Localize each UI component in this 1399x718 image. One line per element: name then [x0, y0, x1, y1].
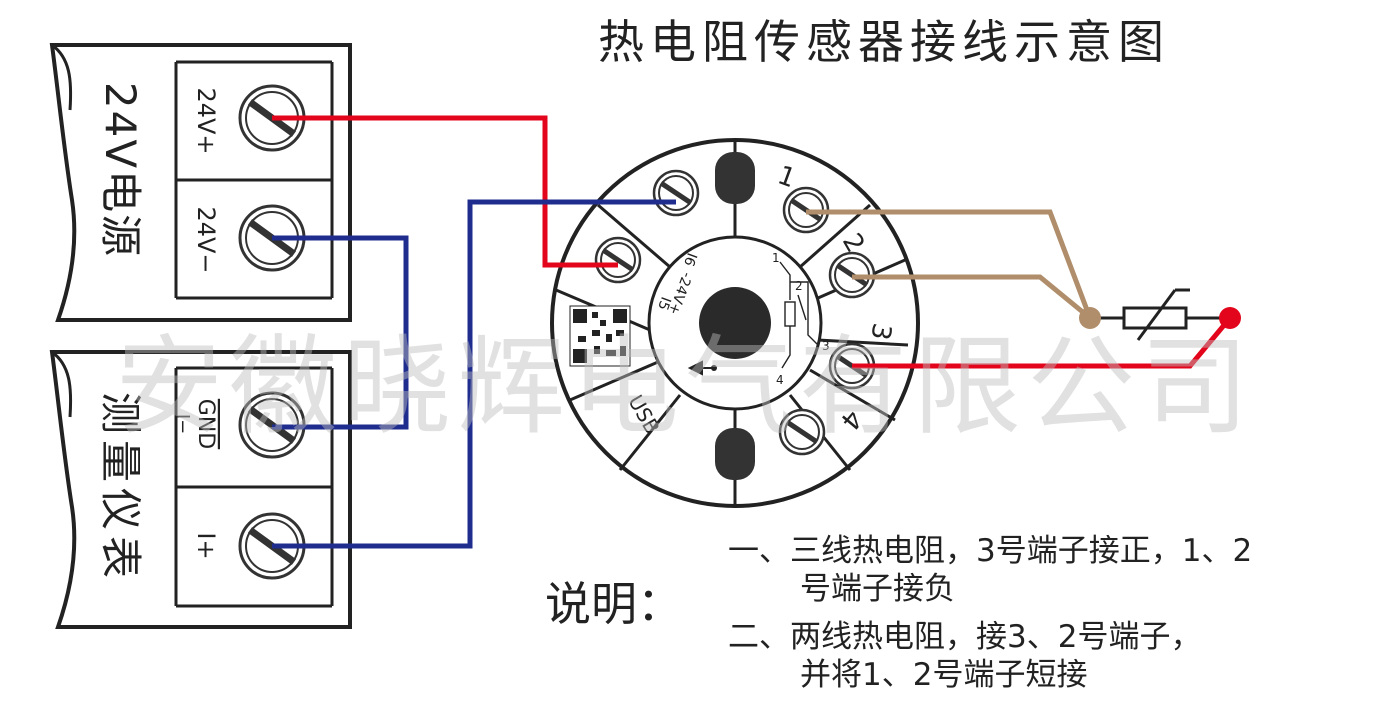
note-line-2a: 二、两线热电阻，接3、2号端子，: [728, 619, 1202, 655]
transmitter-head: [550, 138, 920, 508]
power-box-label-char: 电: [97, 170, 146, 214]
wire-sensor-3: [852, 316, 1232, 369]
rtd-resistor: [1079, 288, 1241, 341]
note-line-2b: 并将1、2号端子短接: [800, 657, 1088, 693]
power-box-label-char: 4: [97, 111, 146, 140]
rtd-pin-3: 3: [822, 339, 830, 353]
rtd-pin-2: 2: [795, 279, 803, 293]
svg-text:24V+: 24V+: [192, 87, 220, 154]
svg-text:24V电源: 24V电源: [97, 82, 146, 258]
svg-text:I−: I−: [172, 414, 193, 434]
svg-text:测量仪表: 测量仪表: [97, 392, 146, 584]
internal-rtd-schematic: [779, 261, 819, 369]
usb-icon: [687, 360, 717, 376]
terminal-label-i-minus: I−: [172, 414, 193, 434]
qr-code: [569, 305, 631, 367]
meter-box-label: 测量仪表: [97, 392, 146, 584]
meter-box-label-char: 仪: [97, 488, 146, 536]
terminal-number-3: 3: [864, 321, 896, 343]
svg-text:24V−: 24V−: [192, 206, 220, 273]
power-box-label-char: 源: [97, 214, 146, 258]
note-line-1b: 号端子接负: [800, 571, 955, 607]
svg-text:GND: GND: [193, 399, 218, 449]
power-box-label: 24V电源: [97, 82, 146, 258]
wire-current-signal: [272, 199, 676, 549]
meter-box-label-char: 量: [97, 440, 146, 488]
notes-heading: 说明：: [545, 577, 683, 631]
terminal-label-gnd: GND: [193, 399, 218, 449]
rtd-pin-4: 4: [776, 373, 784, 387]
power-box-label-char: V: [97, 139, 146, 170]
wire-sensor-2: [852, 274, 1092, 320]
svg-text:I+: I+: [192, 532, 220, 559]
terminal-label-24v-minus: 24V−: [192, 206, 220, 273]
svg-text:I6: I6: [680, 251, 700, 269]
diagram-title: 热电阻传感器接线示意图: [598, 15, 1170, 69]
terminal-label-24v-plus: 24V+: [192, 87, 220, 154]
terminal-label-i-plus: I+: [192, 532, 220, 559]
wire-sensor-1: [806, 209, 1093, 319]
screw-transmitter-positive: [654, 171, 698, 215]
screw-transmitter-negative: [596, 238, 640, 282]
inner-label-i5: I5: [654, 295, 673, 313]
meter-box-label-char: 表: [97, 536, 146, 584]
wire-24v-negative: [272, 235, 409, 430]
wire-24v-positive: [272, 115, 618, 268]
rtd-pin-1: 1: [772, 251, 780, 265]
meter-box-label-char: 测: [97, 392, 146, 440]
note-line-1a: 一、三线热电阻，3号端子接正，1、2: [728, 533, 1253, 569]
power-box-label-char: 2: [97, 82, 146, 111]
inner-label-i6: I6: [680, 251, 700, 269]
watermark: 安徽晓辉电气有限公司: [115, 325, 1256, 450]
svg-text:I5: I5: [654, 295, 673, 313]
